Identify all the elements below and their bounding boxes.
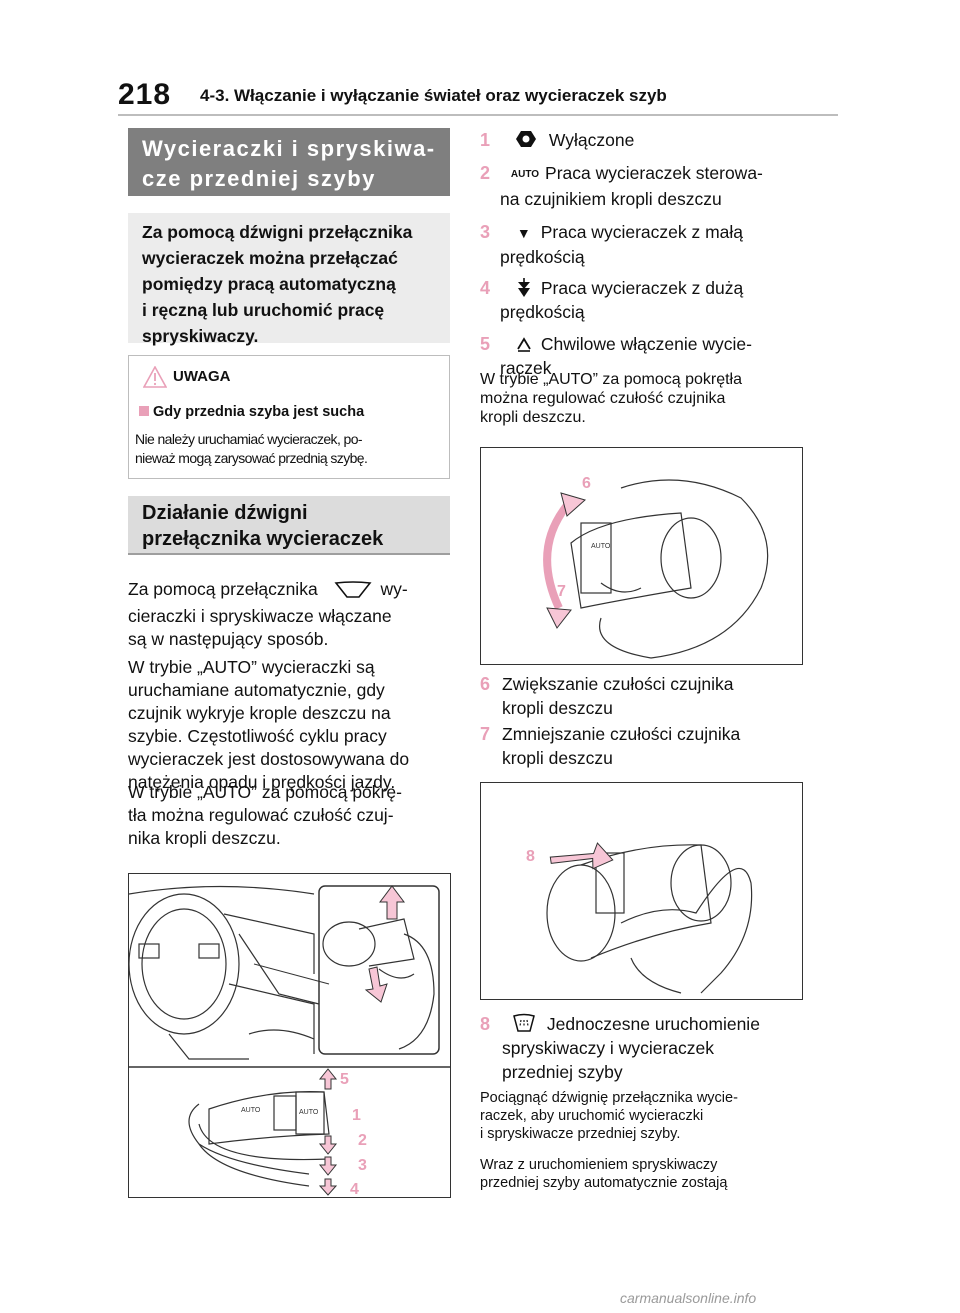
- figure-label-4: 4: [350, 1181, 359, 1197]
- intro-line: wycieraczek można przełączać: [142, 248, 398, 268]
- off-icon: [515, 131, 536, 147]
- figure-label-2: 2: [358, 1132, 367, 1149]
- footer-watermark: carmanualsonline.info: [620, 1290, 757, 1306]
- ring-illustration: AUTO 6 7: [543, 475, 769, 659]
- washer-illustration: 8: [526, 842, 753, 994]
- paragraph-switch: Za pomocą przełącznika wy- cieraczki i s…: [128, 579, 408, 649]
- intro-line: i ręczną lub uruchomić pracę: [142, 300, 385, 320]
- header-rule: [118, 114, 838, 116]
- high-speed-icon: [517, 278, 530, 297]
- auto-label: AUTO: [299, 1109, 319, 1116]
- page-number: 218: [118, 78, 172, 111]
- intro-line: spryskiwaczy.: [142, 326, 259, 346]
- paragraph-sensitivity: W trybie „AUTO” za pomocą pokrę- tła moż…: [128, 782, 402, 848]
- intro-line: Za pomocą dźwigni przełącznika: [142, 222, 413, 242]
- section-rule: [128, 553, 450, 555]
- mode-item-off: 1 Wyłączone: [480, 130, 635, 150]
- section-title-line1: Wycieraczki i spryskiwa-: [142, 136, 436, 161]
- figure-label-1: 1: [352, 1107, 361, 1124]
- figure-lever-positions: AUTO AUTO 5 1 2 3 4: [128, 873, 451, 1198]
- paragraph-auto: W trybie „AUTO” wycieraczki są uruchamia…: [128, 657, 410, 792]
- auto-label: AUTO: [591, 543, 611, 550]
- mode-item-low: 3 ▼Praca wycieraczek z małą prędkością: [480, 222, 744, 267]
- washer-note-2: Wraz z uruchomieniem spryskiwaczy przedn…: [480, 1157, 728, 1191]
- washer-icon: [512, 1013, 535, 1032]
- washer-note-1: Pociągnąć dźwignię przełącznika wycie- r…: [480, 1090, 738, 1142]
- auto-icon: AUTO: [510, 169, 540, 180]
- figure-label-7: 7: [557, 583, 566, 600]
- figure-sensitivity-ring: AUTO 6 7: [480, 447, 803, 665]
- chapter-title: 4-3. Włączanie i wyłączanie świateł oraz…: [200, 86, 667, 105]
- section-title-lever: Działanie dźwigni przełącznika wycieracz…: [128, 496, 450, 554]
- figure-label-3: 3: [358, 1157, 367, 1174]
- warning-icon: [143, 366, 167, 388]
- auto-label: AUTO: [241, 1107, 261, 1114]
- lever-illustration: AUTO AUTO 5 1 2 3 4: [128, 885, 450, 1198]
- caution-text: Nie należy uruchamiać wycieraczek, po- n…: [135, 431, 368, 466]
- section-title-line2: cze przedniej szyby: [142, 166, 376, 191]
- intro-line: pomiędzy pracą automatyczną: [142, 274, 396, 294]
- figure-washer-pull: 8: [480, 782, 803, 1000]
- figure-label-5: 5: [340, 1071, 349, 1088]
- section-intro: Za pomocą dźwigni przełącznika wycieracz…: [128, 213, 450, 346]
- note-auto-sensitivity: W trybie „AUTO” za pomocą pokrętła można…: [480, 371, 743, 426]
- caution-subtitle: Gdy przednia szyba jest sucha: [139, 404, 364, 420]
- mode-item-high: 4 Praca wycieraczek z dużą prędkością: [480, 278, 744, 322]
- caution-title: UWAGA: [173, 368, 231, 385]
- figure-label-6: 6: [582, 475, 591, 492]
- washer-item: 8 Jednoczesne uruchomienie spryskiwaczy …: [480, 1013, 760, 1082]
- bullet-square-icon: [139, 406, 149, 416]
- figure-label-8: 8: [526, 848, 535, 865]
- mist-icon: [517, 337, 531, 352]
- section-title-washers: Wycieraczki i spryskiwa- cze przedniej s…: [128, 128, 450, 196]
- caution-box: UWAGA Gdy przednia szyba jest sucha Nie …: [128, 355, 450, 479]
- wiper-icon: [334, 581, 372, 599]
- low-speed-icon: ▼: [516, 225, 531, 241]
- mode-item-mist: 5 Chwilowe włączenie wycie- raczek: [480, 334, 752, 378]
